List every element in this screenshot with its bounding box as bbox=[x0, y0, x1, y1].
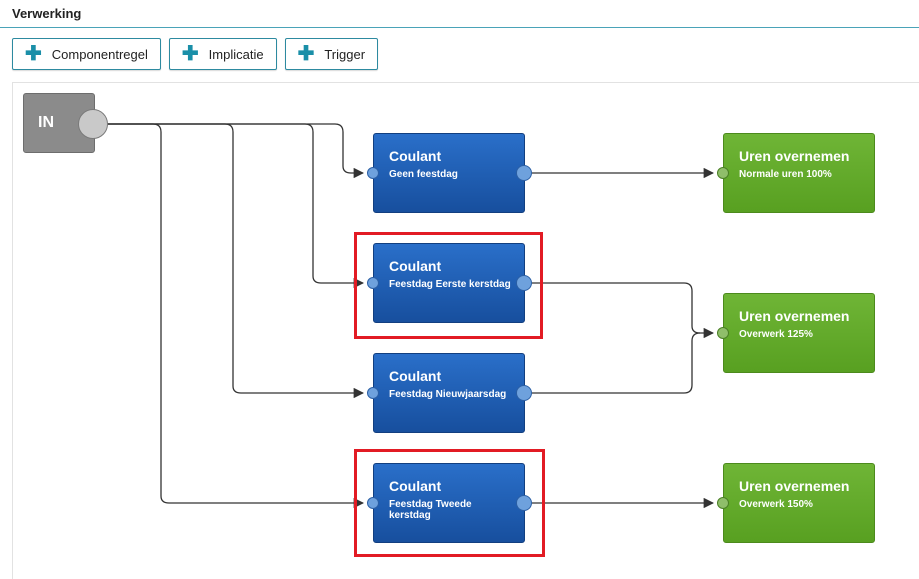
action-subtitle: Overwerk 150% bbox=[739, 499, 813, 510]
condition-input-port[interactable] bbox=[367, 277, 379, 289]
condition-subtitle: Geen feestdag bbox=[389, 169, 458, 180]
action-title: Uren overnemen bbox=[739, 148, 850, 164]
plus-icon: ✚ bbox=[297, 43, 315, 65]
action-title: Uren overnemen bbox=[739, 478, 850, 494]
condition-output-port[interactable] bbox=[516, 385, 532, 401]
wire-in-to-condition-2 bbox=[107, 123, 365, 289]
plus-icon: ✚ bbox=[25, 43, 42, 65]
condition-title: Coulant bbox=[389, 148, 442, 164]
condition-subtitle: Feestdag Tweede kerstdag bbox=[389, 499, 472, 521]
plus-icon: ✚ bbox=[181, 43, 199, 65]
condition-subtitle: Feestdag Nieuwjaarsdag bbox=[389, 389, 507, 400]
action-input-port[interactable] bbox=[717, 327, 729, 339]
condition-title: Coulant bbox=[389, 478, 442, 494]
toolbar: ✚ Componentregel ✚ Implicatie ✚ Trigger bbox=[12, 38, 379, 70]
add-implicatie-button[interactable]: ✚ Implicatie bbox=[168, 38, 277, 70]
condition-node[interactable]: Coulant Geen feestdag bbox=[373, 133, 525, 213]
add-componentregel-button[interactable]: ✚ Componentregel bbox=[12, 38, 161, 70]
input-node[interactable]: IN bbox=[23, 93, 95, 153]
condition-node[interactable]: Coulant Feestdag Tweede kerstdag bbox=[373, 463, 525, 543]
action-title: Uren overnemen bbox=[739, 308, 850, 324]
header-divider bbox=[0, 27, 919, 28]
button-label: Componentregel bbox=[51, 46, 148, 62]
action-input-port[interactable] bbox=[717, 167, 729, 179]
action-subtitle: Overwerk 125% bbox=[739, 329, 813, 340]
input-output-port[interactable] bbox=[78, 109, 108, 139]
condition-output-port[interactable] bbox=[516, 495, 532, 511]
condition-output-port[interactable] bbox=[516, 165, 532, 181]
condition-input-port[interactable] bbox=[367, 387, 379, 399]
action-node[interactable]: Uren overnemen Overwerk 125% bbox=[723, 293, 875, 373]
flow-canvas[interactable]: IN Coulant Geen feestdag Coulant Feestda… bbox=[12, 82, 919, 579]
condition-title: Coulant bbox=[389, 258, 442, 274]
highlight-box bbox=[354, 449, 545, 557]
action-node[interactable]: Uren overnemen Overwerk 150% bbox=[723, 463, 875, 543]
section-title: Verwerking bbox=[12, 6, 82, 21]
add-trigger-button[interactable]: ✚ Trigger bbox=[284, 38, 379, 70]
action-node[interactable]: Uren overnemen Normale uren 100% bbox=[723, 133, 875, 213]
condition-input-port[interactable] bbox=[367, 167, 379, 179]
wire-in-to-condition-3 bbox=[107, 123, 365, 399]
condition-output-port[interactable] bbox=[516, 275, 532, 291]
condition-subtitle: Feestdag Eerste kerstdag bbox=[389, 279, 511, 290]
action-subtitle: Normale uren 100% bbox=[739, 169, 832, 180]
button-label: Trigger bbox=[324, 46, 366, 62]
wire-in-to-condition-1 bbox=[107, 123, 365, 179]
wire-condition-2-to-action-2 bbox=[532, 282, 715, 339]
action-input-port[interactable] bbox=[717, 497, 729, 509]
condition-title: Coulant bbox=[389, 368, 442, 384]
wire-in-to-condition-4 bbox=[107, 123, 365, 509]
highlight-box bbox=[354, 232, 543, 339]
connection-wires bbox=[107, 123, 715, 509]
button-label: Implicatie bbox=[208, 46, 264, 62]
wire-condition-3-to-action-2 bbox=[532, 332, 701, 394]
condition-node[interactable]: Coulant Feestdag Nieuwjaarsdag bbox=[373, 353, 525, 433]
input-node-label: IN bbox=[38, 114, 54, 131]
condition-input-port[interactable] bbox=[367, 497, 379, 509]
